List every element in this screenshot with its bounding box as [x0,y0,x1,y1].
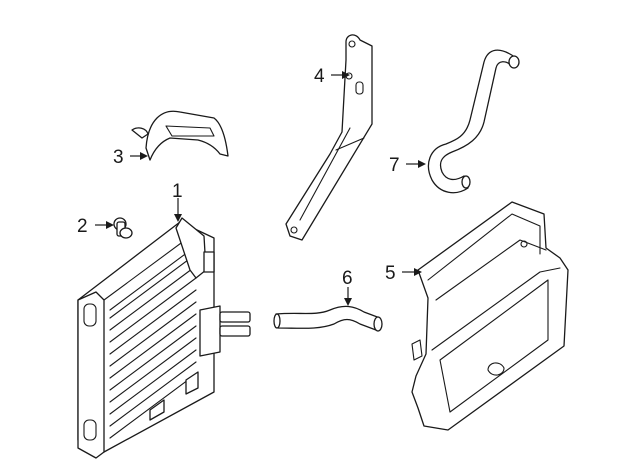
callout-3: 3 [113,147,124,168]
callout-7: 7 [389,155,400,176]
part-4-bracket [285,34,373,241]
callout-2: 2 [77,216,88,237]
callout-1: 1 [172,181,183,202]
part-6-hose [273,305,383,332]
callout-6: 6 [342,268,353,289]
callout-5: 5 [385,263,396,284]
part-7-hose [427,49,520,194]
part-1-oil-cooler [77,217,251,459]
part-3-clip [131,110,229,161]
part-2-bolt [113,217,133,239]
callout-leaders [95,71,426,306]
part-5-module [411,201,569,431]
callout-4: 4 [314,66,325,87]
